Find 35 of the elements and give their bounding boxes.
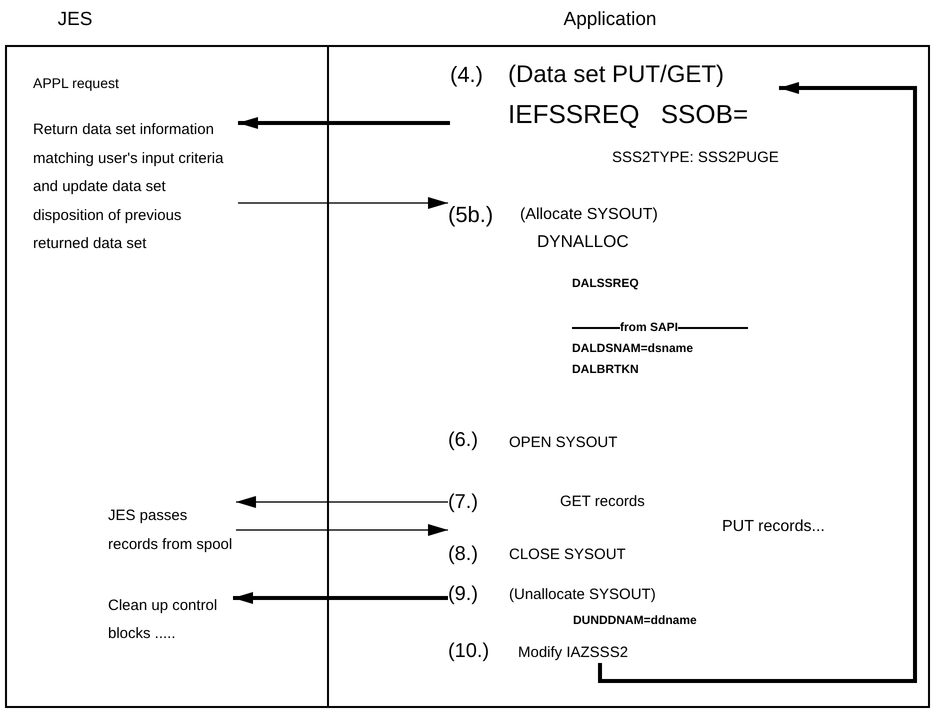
parameter-text: SSS2TYPE: SSS2PUGE [612, 149, 779, 167]
note-text: APPL request [33, 74, 119, 92]
description-text: Clean up control blocks ..... [108, 596, 218, 644]
step-title: CLOSE SYSOUT [509, 546, 626, 564]
arrow [238, 197, 448, 209]
arrow [236, 496, 448, 508]
arrow [233, 592, 448, 604]
step-title: (Data set PUT/GET) [508, 61, 724, 90]
section-label: from SAPI [620, 320, 678, 334]
macro-call: DYNALLOC [537, 232, 629, 252]
column-heading: Application [564, 8, 656, 32]
arrow [598, 82, 917, 683]
step-title: PUT records... [722, 517, 825, 537]
description-text: JES passes records from spool [108, 506, 234, 555]
column-heading: JES [58, 8, 92, 32]
step-number: (9.) [448, 582, 478, 606]
step-title: Modify IAZSSS2 [518, 644, 628, 662]
step-title: OPEN SYSOUT [509, 434, 618, 452]
step-title: GET records [560, 493, 645, 511]
step-title: (Allocate SYSOUT) [520, 205, 658, 224]
arrow [238, 117, 450, 129]
step-title: (Unallocate SYSOUT) [509, 586, 656, 604]
parameter-text: DALBRTKN [572, 362, 639, 376]
step-number: (5b.) [448, 202, 494, 228]
step-number: (7.) [448, 490, 478, 514]
description-text: Return data set information matching user's input criteria and update data set disposition of previous returned data set [33, 120, 224, 254]
macro-call: IEFSSREQ SSOB= [508, 99, 748, 130]
step-number: (8.) [448, 542, 478, 566]
arrow [236, 524, 448, 536]
parameter-text: DALSSREQ [572, 276, 639, 290]
parameter-text: DUNDDNAM=ddname [573, 613, 697, 628]
parameter-text: DALDSNAM=dsname [572, 341, 694, 356]
step-number: (6.) [448, 428, 478, 452]
step-number: (4.) [450, 62, 483, 88]
step-number: (10.) [448, 639, 490, 663]
